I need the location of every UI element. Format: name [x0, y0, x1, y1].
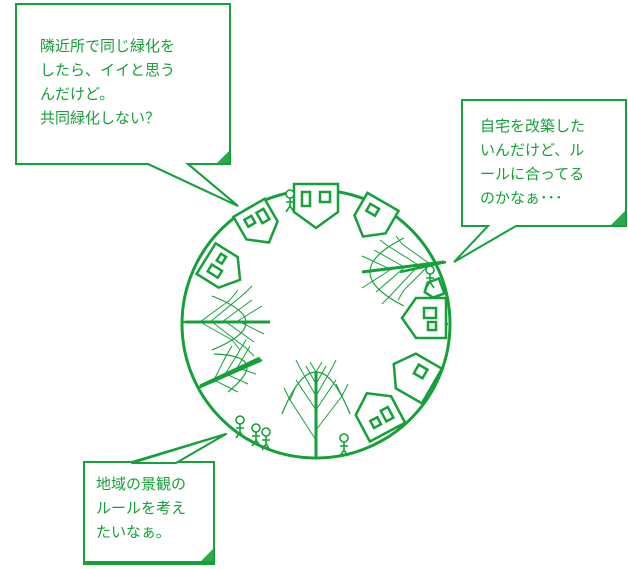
house-icon — [392, 352, 444, 406]
tree-icon — [186, 285, 270, 357]
house-icon — [194, 241, 242, 290]
house-icon — [231, 197, 279, 244]
person-icon — [339, 433, 349, 457]
house-icon — [353, 191, 401, 238]
speech-bubble-top-right — [453, 99, 627, 263]
person-icon — [285, 189, 295, 213]
tree-icon — [199, 339, 261, 393]
house-icon — [292, 182, 340, 230]
tree-icon — [361, 235, 445, 307]
tree-icon — [281, 359, 351, 456]
speech-text-bottom-left: 地域の景観の ルールを考え たいなぁ。 — [96, 475, 187, 541]
person-icon — [425, 265, 435, 289]
speech-text-top-left: 隣近所で同じ緑化を したら、イイと思う んだけど。 共同緑化しない？ — [40, 37, 176, 127]
person-icon — [261, 427, 271, 451]
person-icon — [251, 423, 261, 447]
house-icon — [354, 391, 407, 444]
speech-text-top-right: 自宅を改築した いんだけど、ル ールに合ってる のかなぁ･･･ — [480, 117, 586, 207]
person-icon — [235, 415, 245, 439]
house-icon — [400, 296, 448, 340]
